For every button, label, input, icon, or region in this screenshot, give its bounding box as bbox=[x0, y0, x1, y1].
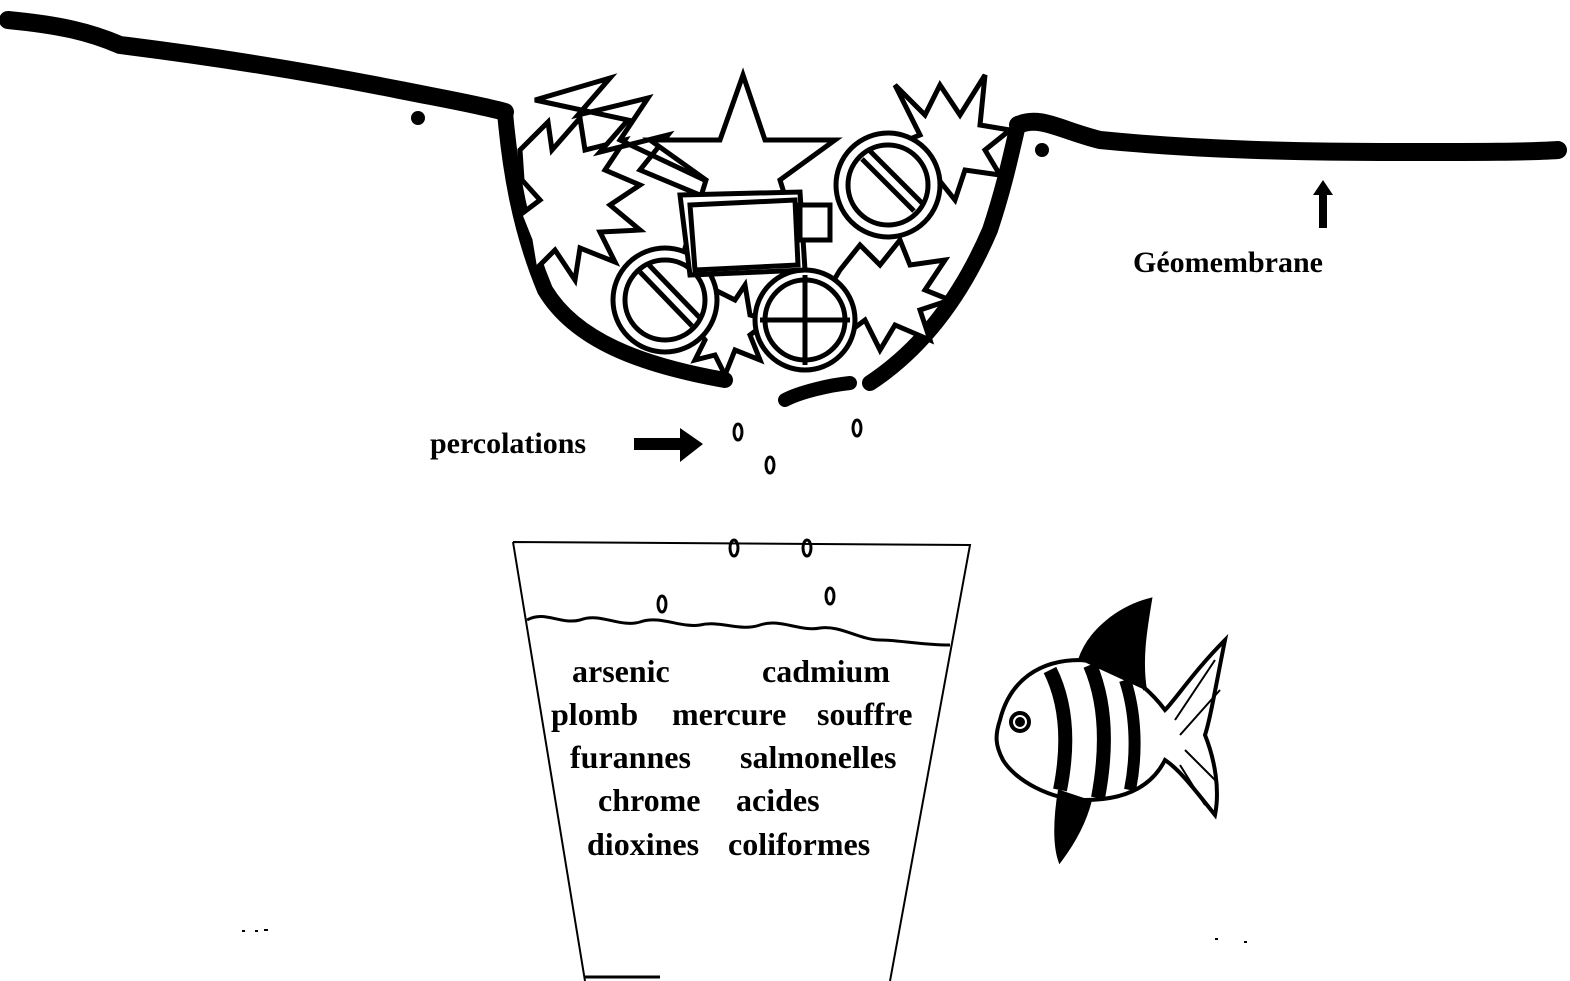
contaminant-plomb: plomb bbox=[551, 696, 638, 732]
arrow-up-icon bbox=[1313, 180, 1333, 228]
droplet-icon bbox=[803, 540, 811, 556]
box-icon bbox=[680, 192, 830, 275]
contaminant-furannes: furannes bbox=[570, 739, 691, 775]
contaminant-souffre: souffre bbox=[817, 696, 912, 732]
ground-line-right bbox=[1018, 122, 1558, 152]
geomembrane-pit-right bbox=[785, 383, 850, 400]
scan-speckles bbox=[242, 929, 1247, 943]
droplet-icon bbox=[658, 596, 666, 612]
geomembrane-label: Géomembrane bbox=[1133, 246, 1323, 279]
contaminant-salmonelles: salmonelles bbox=[740, 739, 896, 775]
contaminant-arsenic: arsenic bbox=[572, 653, 670, 689]
droplet-icon bbox=[734, 424, 742, 440]
prohibited-icon bbox=[836, 133, 940, 237]
ground-line-left bbox=[8, 20, 505, 112]
droplet-icon bbox=[853, 420, 861, 436]
percolations-label: percolations bbox=[430, 427, 586, 460]
contaminant-chrome: chrome bbox=[598, 782, 700, 818]
contaminant-acides: acides bbox=[736, 782, 820, 818]
geomembrane-callout: Géomembrane bbox=[1133, 180, 1333, 279]
arrow-right-icon bbox=[634, 428, 703, 462]
droplet-icon bbox=[766, 457, 774, 473]
droplet-icon bbox=[826, 588, 834, 604]
crosshair-icon bbox=[755, 270, 855, 370]
contaminant-cadmium: cadmium bbox=[762, 653, 890, 689]
contaminant-list: arsenic cadmium plomb mercure souffre fu… bbox=[551, 653, 912, 862]
fish-icon bbox=[997, 600, 1225, 860]
contaminant-coliformes: coliformes bbox=[728, 826, 870, 862]
droplet-icon bbox=[730, 540, 738, 556]
contaminant-dioxines: dioxines bbox=[587, 826, 699, 862]
percolations-callout: percolations bbox=[430, 427, 703, 462]
water-surface bbox=[527, 616, 950, 645]
contaminant-mercure: mercure bbox=[672, 696, 786, 732]
